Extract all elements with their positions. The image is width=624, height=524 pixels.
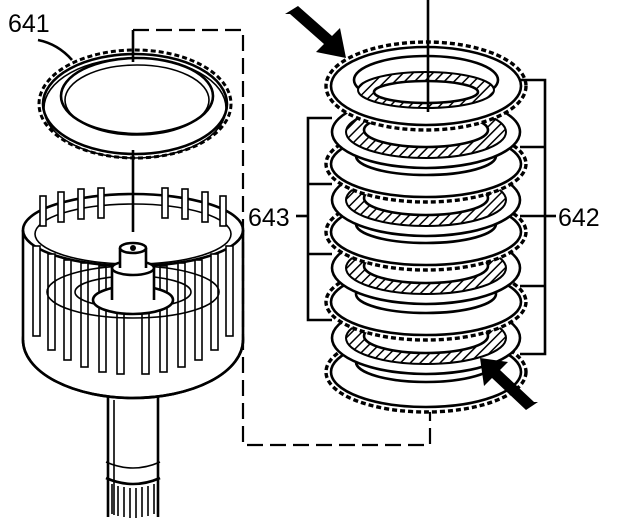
center-hub xyxy=(91,241,175,316)
arrow-bottom-right xyxy=(480,358,538,410)
alignment-bracket xyxy=(133,28,432,447)
steel-plate-top xyxy=(324,40,528,132)
drum-slots xyxy=(32,187,234,375)
callout-641: 641 xyxy=(8,10,50,38)
bracket-643 xyxy=(296,116,332,322)
shaft-splines xyxy=(111,484,155,518)
arrow-top-left xyxy=(285,6,346,58)
leader-641 xyxy=(37,38,73,61)
callout-643: 643 xyxy=(248,204,290,232)
callout-642: 642 xyxy=(558,204,600,232)
part-641-plate xyxy=(37,48,233,160)
plate-stack xyxy=(324,0,528,414)
output-shaft xyxy=(105,395,161,518)
bracket-642 xyxy=(520,78,556,356)
